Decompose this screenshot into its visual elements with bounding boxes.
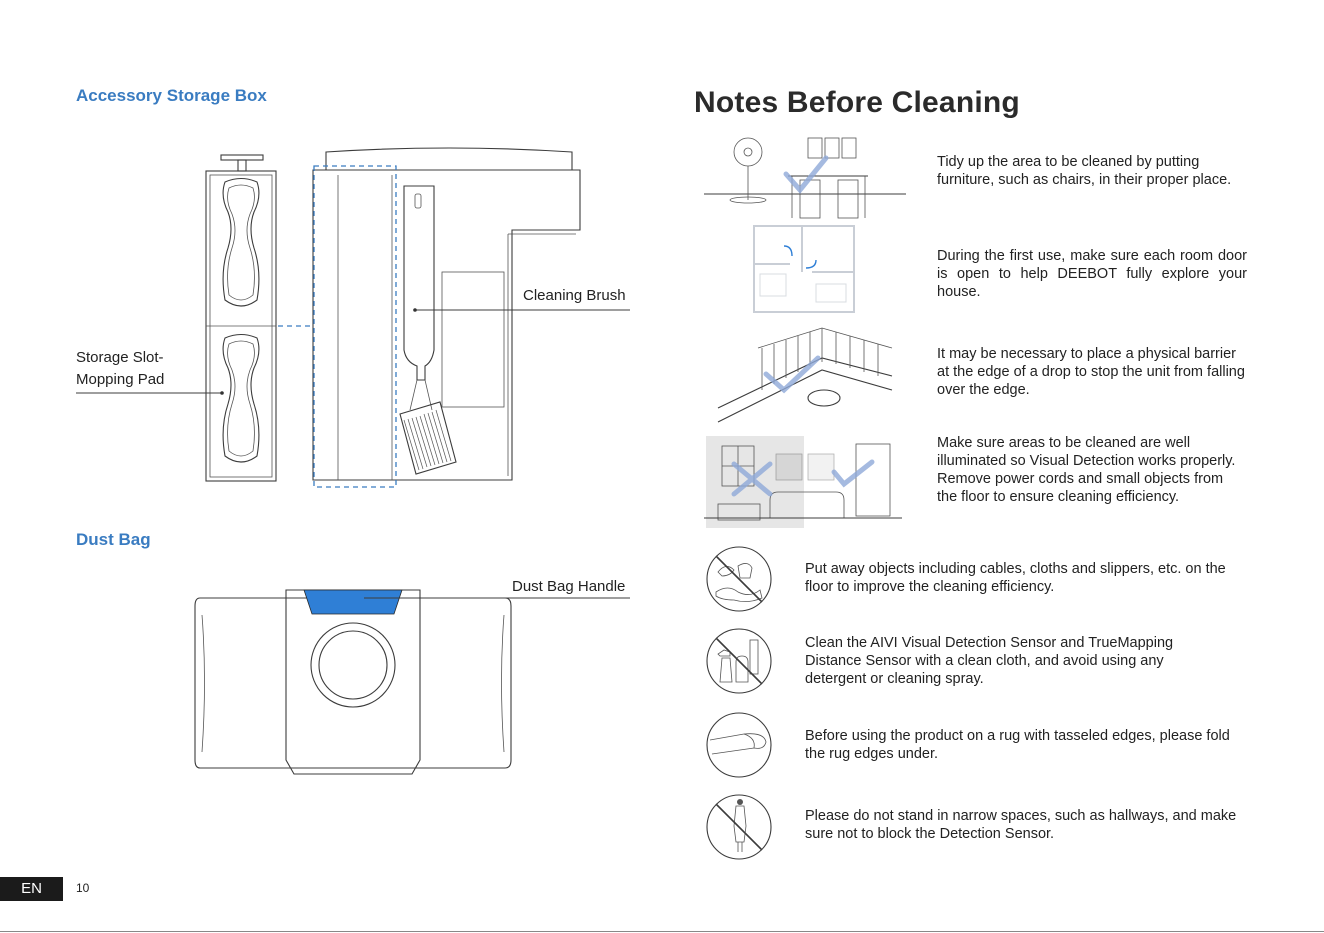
note-3-text: It may be necessary to place a physical …: [937, 346, 1245, 398]
page-number: 10: [76, 881, 90, 895]
rug-edge-icon: [706, 712, 772, 778]
no-objects-icon: [706, 546, 772, 612]
storage-box-title: Accessory Storage Box: [76, 86, 267, 105]
bottom-divider: [0, 931, 1324, 932]
no-detergent-icon: [706, 628, 772, 694]
furniture-room-icon: [704, 137, 906, 219]
floor-plan-icon: [753, 225, 855, 313]
dust-bag-handle-label: Dust Bag Handle: [512, 578, 626, 595]
note-5-text: Put away objects including cables, cloth…: [805, 561, 1226, 595]
cleaning-brush-label: Cleaning Brush: [523, 287, 626, 304]
note-8-text: Please do not stand in narrow spaces, su…: [805, 808, 1237, 842]
stairs-barrier-icon: [717, 327, 893, 423]
note-6-text: Clean the AIVI Visual Detection Sensor a…: [805, 635, 1174, 687]
lighting-room-icon: [704, 436, 902, 528]
language-badge: EN: [0, 877, 63, 901]
note-7-text: Before using the product on a rug with t…: [805, 728, 1230, 762]
storage-slot-label-line1: Storage Slot-: [76, 349, 164, 366]
storage-slot-label-line2: Mopping Pad: [76, 371, 165, 388]
note-4-text: Make sure areas to be cleaned are well i…: [937, 435, 1236, 505]
note-2-text: During the first use, make sure each roo…: [937, 248, 1247, 300]
note-1-text: Tidy up the area to be cleaned by puttin…: [937, 154, 1232, 188]
no-standing-icon: [706, 794, 772, 860]
page-title: Notes Before Cleaning: [694, 86, 1020, 119]
dust-bag-title: Dust Bag: [76, 530, 151, 549]
